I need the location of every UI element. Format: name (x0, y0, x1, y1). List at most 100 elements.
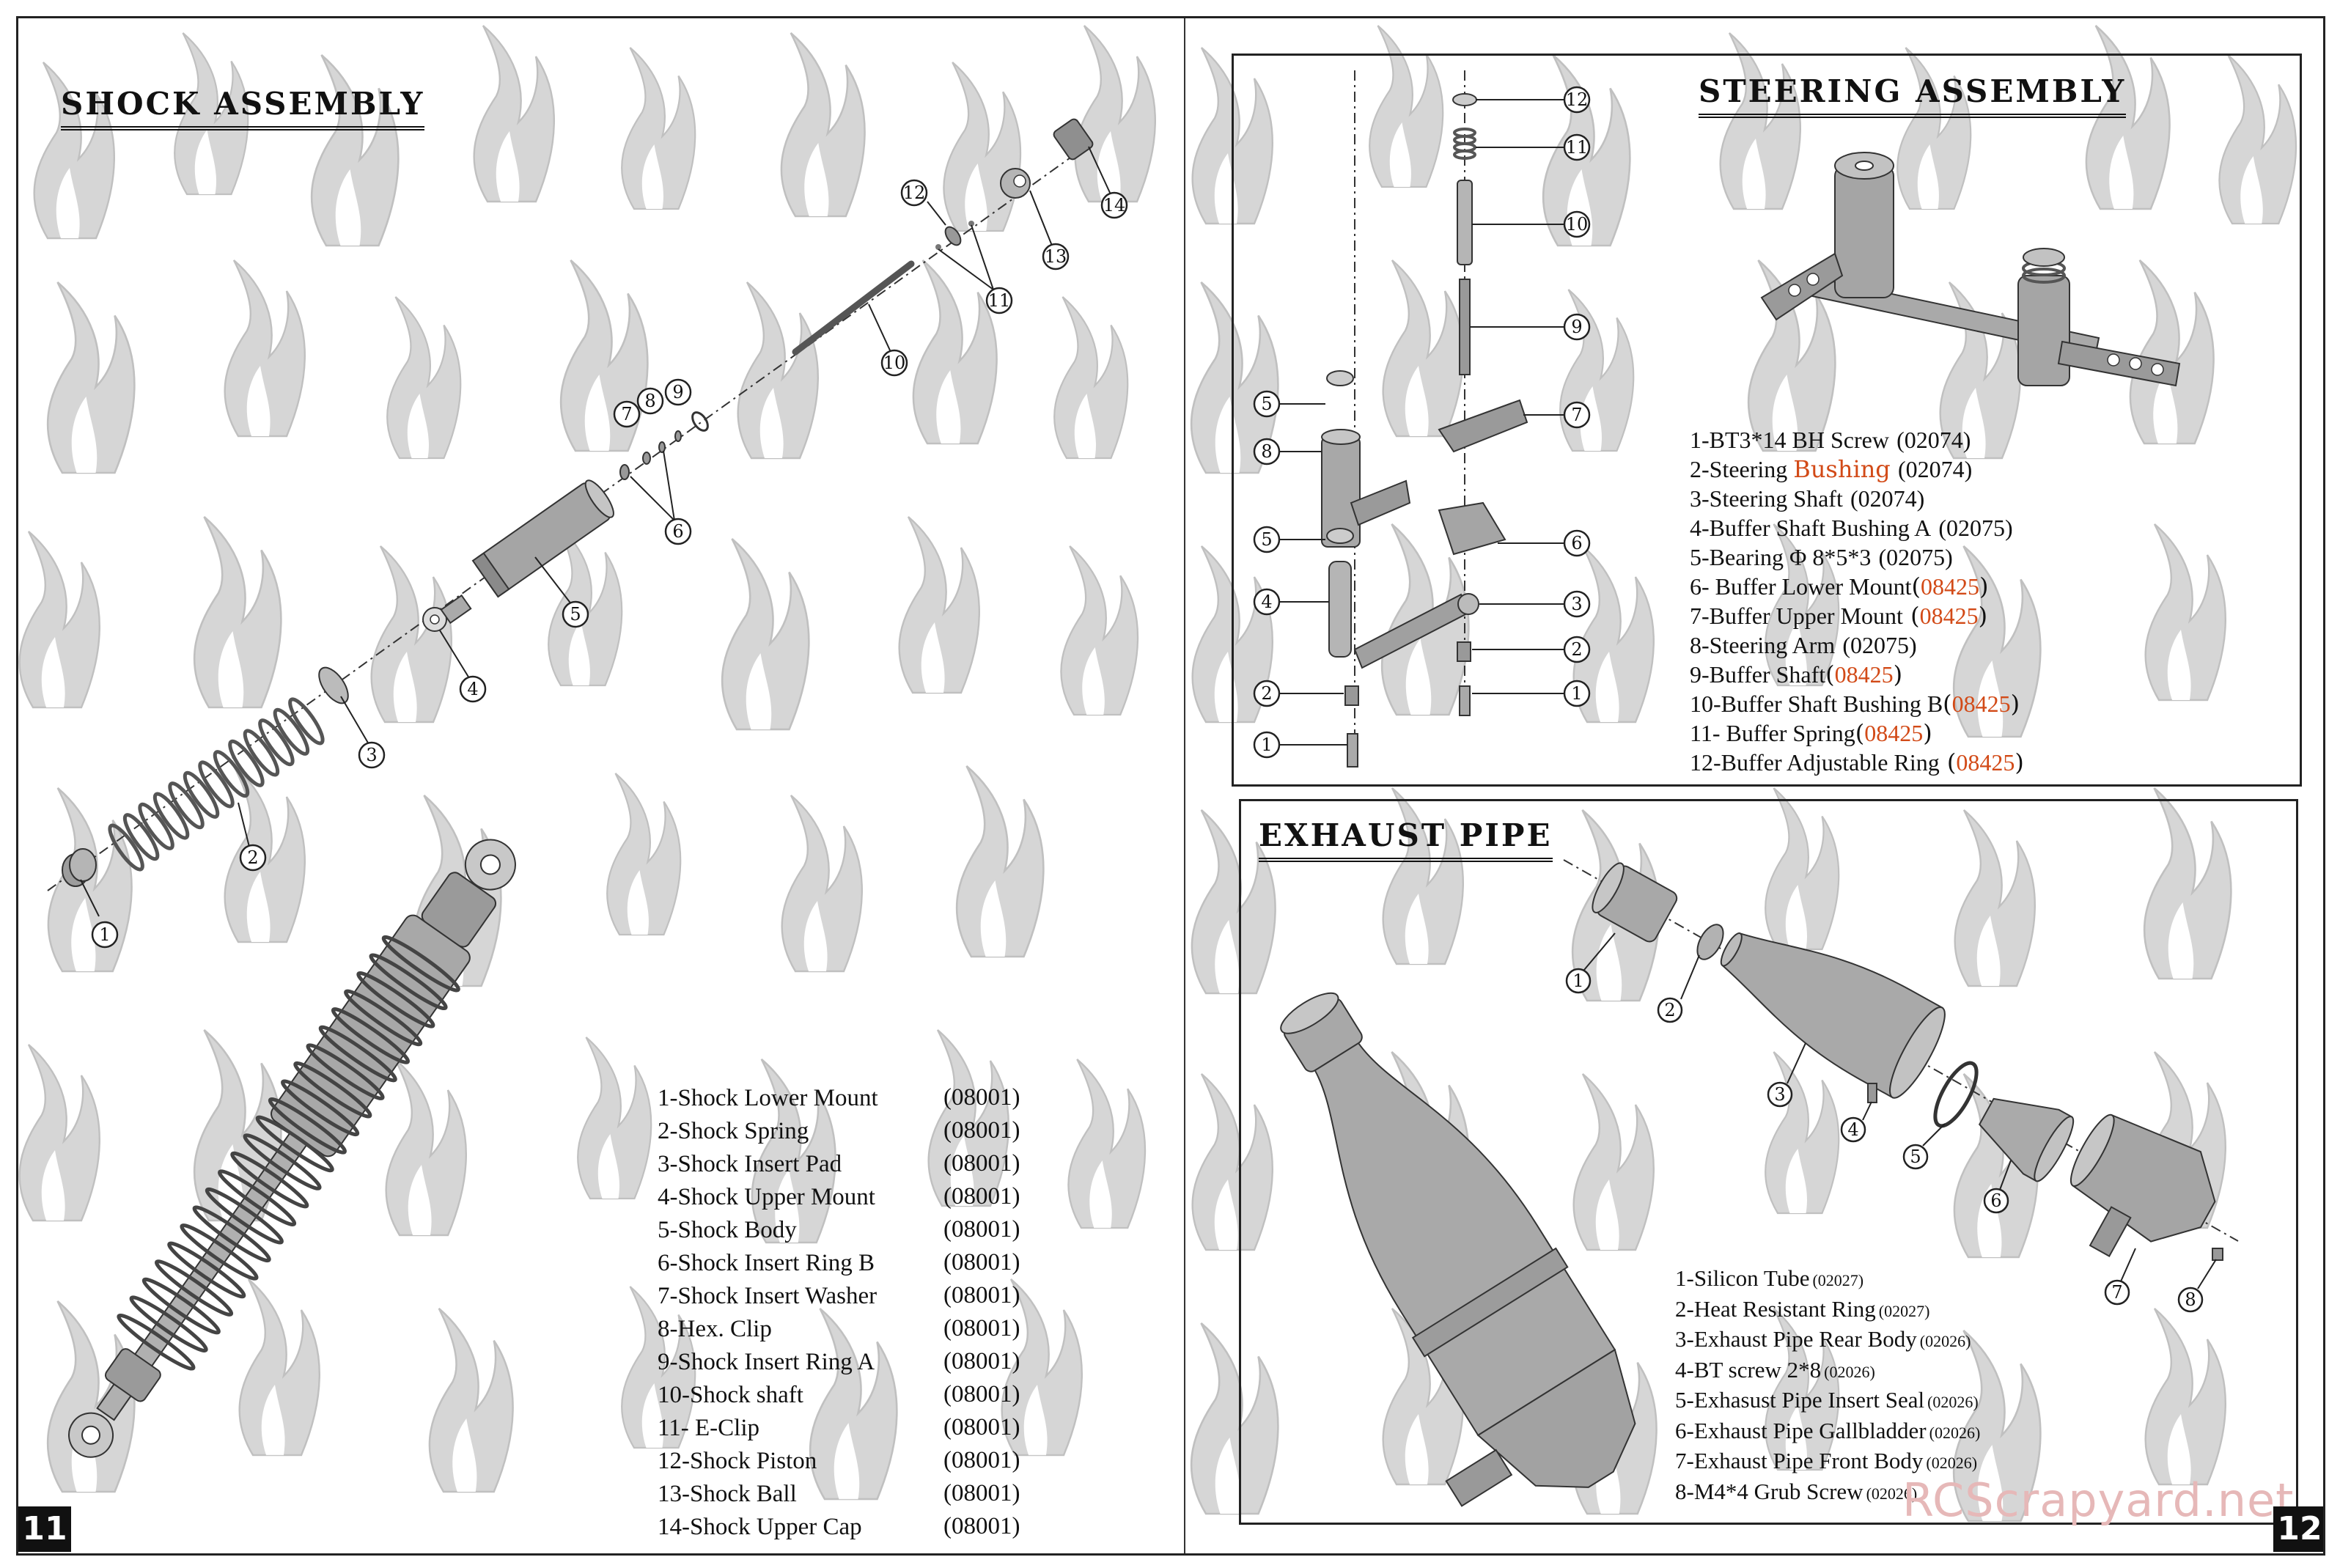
exhaust-callout-5: 5 (1902, 1144, 1929, 1170)
svg-text:8: 8 (2185, 1289, 2196, 1310)
shock-callout-3: 3 (358, 741, 386, 769)
steering-part-row: 3-Steering Shaft (02074) (1690, 485, 1925, 512)
shock-insert-pad-part (318, 666, 349, 704)
steering-callout-10: 10 (1563, 210, 1591, 238)
shock-part-row: 5-Shock Body(08001) (658, 1216, 1020, 1243)
site-watermark: RCScrapyard.net (1902, 1473, 2295, 1527)
exhaust-callout-7: 7 (2104, 1279, 2130, 1306)
steering-callout-7: 7 (1563, 401, 1591, 429)
shock-shaft-part (792, 260, 915, 356)
shock-callout-5: 5 (562, 600, 589, 628)
steering-part-row: 4-Buffer Shaft Bushing A (02075) (1690, 515, 2013, 541)
exhaust-part-row: 5-Exhasust Pipe Insert Seal(02026) (1675, 1387, 1979, 1413)
shock-callout-1: 1 (91, 921, 119, 949)
exhaust-gallbladder-part (1978, 1097, 2075, 1182)
svg-text:8: 8 (644, 391, 655, 411)
shock-part-row: 12-Shock Piston(08001) (658, 1447, 1020, 1474)
assembled-shock-illustration (68, 839, 516, 1458)
shock-parts-list: 1-Shock Lower Mount(08001) 2-Shock Sprin… (658, 1081, 1020, 1543)
svg-text:2: 2 (1571, 639, 1582, 660)
exhaust-part-row: 7-Exhaust Pipe Front Body(02026) (1675, 1448, 1978, 1473)
shock-assembly-title: SHOCK ASSEMBLY (61, 86, 425, 130)
svg-text:6: 6 (672, 521, 683, 542)
shock-lower-mount-part (62, 848, 97, 887)
shock-part-row: 2-Shock Spring(08001) (658, 1117, 1020, 1144)
steering-callout-9: 9 (1563, 313, 1591, 341)
shock-callout-4: 4 (459, 675, 487, 703)
shock-part-row: 11- E-Clip(08001) (658, 1414, 1020, 1441)
steering-part-row: 1-BT3*14 BH Screw (02074) (1690, 427, 1971, 453)
shock-part-row: 6-Shock Insert Ring B(08001) (658, 1249, 1020, 1276)
svg-text:5: 5 (1910, 1146, 1921, 1167)
exhaust-part-row: 2-Heat Resistant Ring(02027) (1675, 1295, 1930, 1322)
buffer-lower-mount-part (1438, 501, 1506, 556)
svg-text:4: 4 (1261, 592, 1272, 612)
steering-callout-8: 8 (1253, 438, 1281, 465)
steering-assembly-title: STEERING ASSEMBLY (1699, 73, 2127, 118)
svg-text:14: 14 (1103, 195, 1126, 216)
svg-text:2: 2 (247, 847, 258, 868)
exhaust-callout-2: 2 (1657, 997, 1683, 1023)
svg-text:4: 4 (1847, 1119, 1858, 1140)
steering-part-row: 6- Buffer Lower Mount(08425) (1690, 573, 1989, 600)
svg-text:1: 1 (99, 924, 110, 945)
svg-text:13: 13 (1045, 246, 1067, 267)
exhaust-part-row: 1-Silicon Tube(02027) (1675, 1265, 1864, 1291)
svg-text:11: 11 (988, 290, 1011, 311)
silicon-tube-part (1592, 862, 1678, 943)
steering-callout-1l: 1 (1253, 731, 1281, 759)
exhaust-pipe-panel: EXHAUST PIPE (1239, 799, 2298, 1525)
shock-part-row: 14-Shock Upper Cap(08001) (658, 1513, 1020, 1540)
svg-text:12: 12 (903, 183, 926, 203)
steering-callout-4: 4 (1253, 588, 1281, 616)
shock-callout-6: 6 (664, 518, 692, 545)
assembled-steering-illustration (1760, 152, 2181, 387)
exhaust-part-row: 8-M4*4 Grub Screw(02026) (1675, 1478, 1918, 1504)
shock-callout-7: 7 (613, 400, 641, 428)
shock-callout-2: 2 (239, 844, 267, 872)
exhaust-callout-8: 8 (2177, 1287, 2204, 1313)
steering-callout-2l: 2 (1253, 680, 1281, 707)
svg-text:2: 2 (1664, 1000, 1675, 1020)
steering-part-row: 11- Buffer Spring(08425) (1690, 719, 1932, 747)
steering-part-row: 7-Buffer Upper Mount (08425) (1690, 602, 1988, 630)
svg-text:1: 1 (1261, 735, 1272, 755)
shock-callout-13: 13 (1042, 243, 1070, 270)
svg-text:3: 3 (1774, 1084, 1785, 1105)
svg-text:9: 9 (672, 382, 683, 402)
exhaust-callout-4: 4 (1840, 1116, 1866, 1143)
exhaust-part-row: 3-Exhaust Pipe Rear Body(02026) (1675, 1326, 1971, 1352)
svg-text:3: 3 (366, 745, 377, 765)
assembled-exhaust-illustration (1280, 992, 1636, 1507)
svg-text:5: 5 (1261, 529, 1272, 550)
svg-text:1: 1 (1572, 971, 1583, 991)
steering-callout-6: 6 (1563, 529, 1591, 557)
shock-part-row: 7-Shock Insert Washer(08001) (658, 1282, 1020, 1309)
steering-arm-part (1321, 429, 1411, 548)
shock-ball-part (1000, 168, 1031, 199)
manual-spread: SHOCK ASSEMBLY (16, 16, 2325, 1556)
shock-body-part (471, 479, 614, 598)
shock-part-row: 9-Shock Insert Ring A(08001) (658, 1348, 1020, 1375)
shock-part-row: 10-Shock shaft(08001) (658, 1381, 1020, 1408)
exhaust-pipe-title: EXHAUST PIPE (1259, 817, 1553, 862)
steering-callout-1r: 1 (1563, 680, 1591, 707)
exhaust-callout-1: 1 (1565, 968, 1592, 994)
svg-text:11: 11 (1566, 137, 1589, 158)
steering-shaft-part (1353, 593, 1479, 669)
shock-part-row: 4-Shock Upper Mount(08001) (658, 1183, 1020, 1210)
page-fold (1184, 18, 1185, 1553)
exhaust-callout-3: 3 (1767, 1081, 1793, 1108)
steering-part-row: 5-Bearing Φ 8*5*3 (02075) (1690, 544, 1953, 570)
page-number-left: 11 (18, 1506, 71, 1552)
svg-text:5: 5 (1261, 394, 1272, 414)
shock-part-row: 13-Shock Ball(08001) (658, 1480, 1020, 1507)
page-number-right: 12 (2273, 1506, 2323, 1552)
exhaust-callout-6: 6 (1983, 1188, 2009, 1214)
shock-exploded-diagram: 1 2 3 4 5 6 7 8 9 10 11 12 13 14 (47, 118, 1128, 1458)
steering-part-row: 9-Buffer Shaft(08425) (1690, 660, 1903, 688)
exhaust-exploded-diagram: 1 2 3 4 5 6 7 8 (1280, 859, 2239, 1507)
shock-upper-cap-part (1053, 118, 1094, 161)
svg-text:9: 9 (1571, 317, 1582, 337)
buffer-shaft-bushing-part (1328, 561, 1352, 658)
